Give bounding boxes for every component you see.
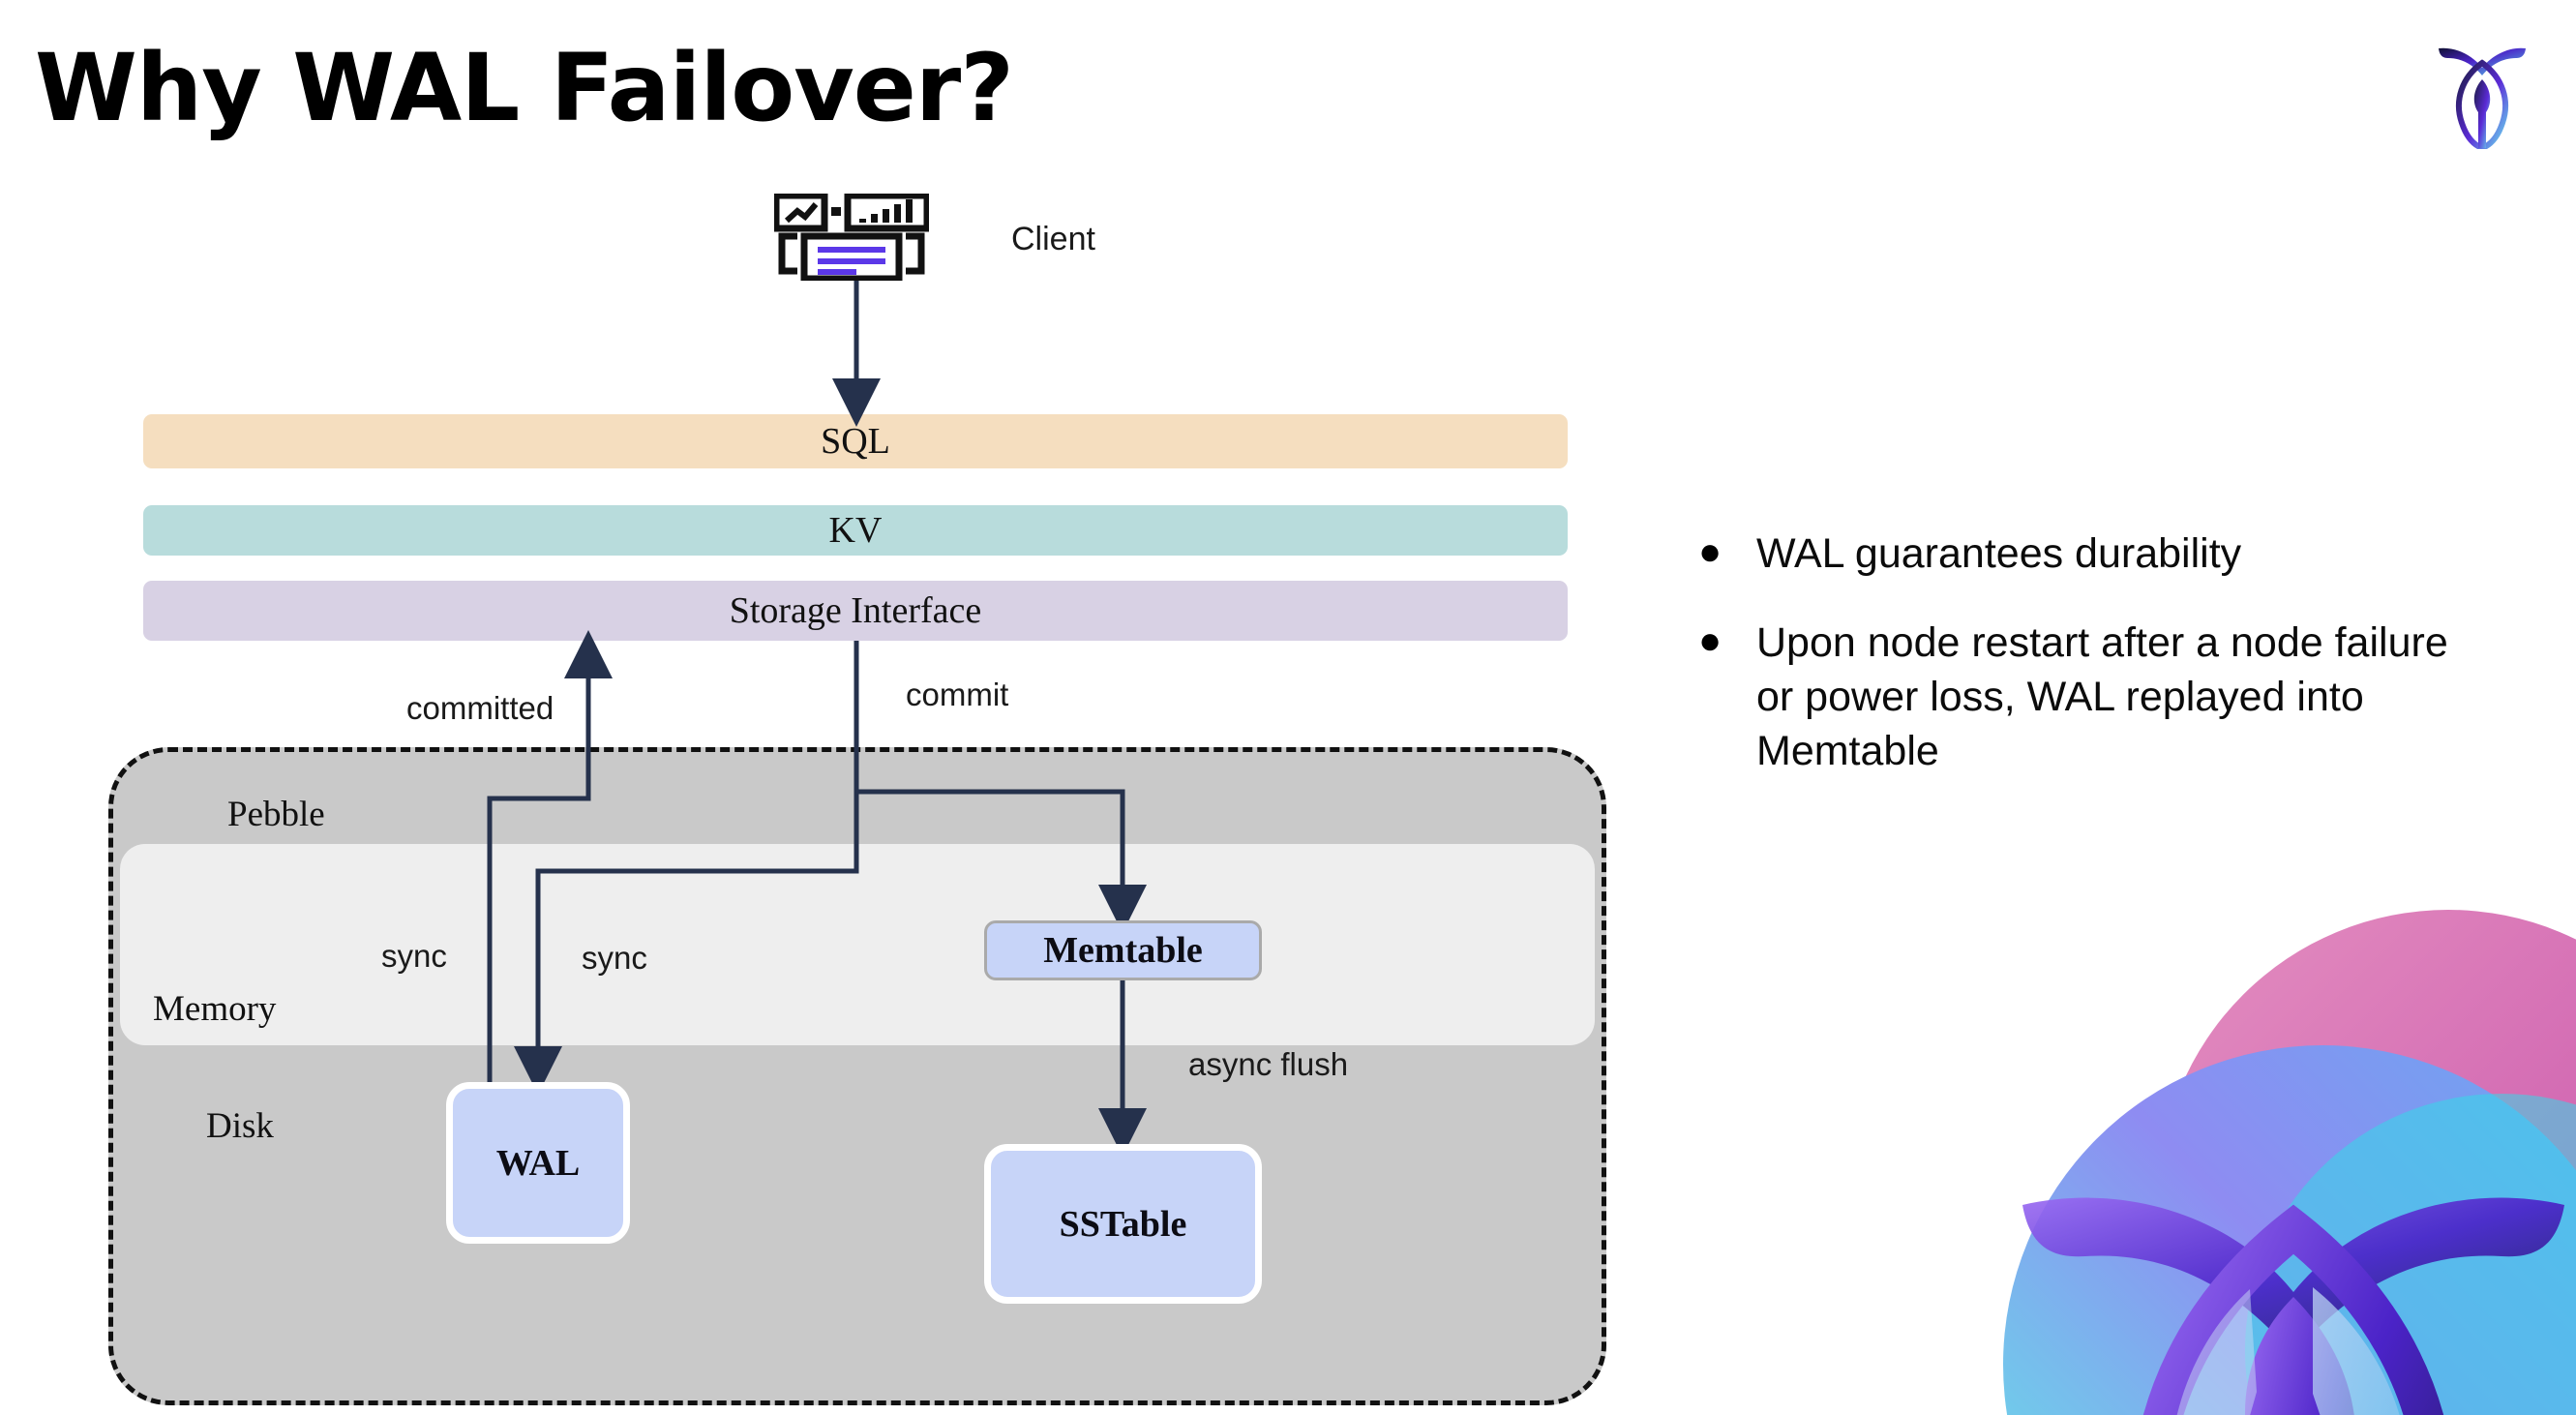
layer-bar-storage-interface-label: Storage Interface bbox=[729, 590, 982, 631]
layer-bar-storage-interface: Storage Interface bbox=[143, 581, 1568, 641]
layer-bar-kv-label: KV bbox=[828, 510, 883, 551]
node-wal[interactable]: WAL bbox=[446, 1082, 630, 1244]
layer-bar-sql-label: SQL bbox=[821, 421, 890, 462]
bullet-list: ● WAL guarantees durability ● Upon node … bbox=[1698, 527, 2511, 814]
bullet-text: Upon node restart after a node failure o… bbox=[1756, 618, 2448, 774]
cockroachdb-logo-icon bbox=[2425, 31, 2539, 152]
node-memtable[interactable]: Memtable bbox=[984, 920, 1262, 980]
layer-bar-sql: SQL bbox=[143, 414, 1568, 468]
page-title: Why WAL Failover? bbox=[35, 34, 1014, 142]
client-label: Client bbox=[1011, 221, 1095, 257]
edge-label-sync-b: sync bbox=[582, 940, 647, 976]
cockroachdb-decorative-mark bbox=[1906, 910, 2576, 1415]
node-memtable-label: Memtable bbox=[1043, 930, 1203, 971]
node-sstable[interactable]: SSTable bbox=[984, 1144, 1262, 1304]
list-item: ● Upon node restart after a node failure… bbox=[1698, 617, 2511, 779]
list-item: ● WAL guarantees durability bbox=[1698, 527, 2511, 582]
memory-region bbox=[120, 844, 1595, 1045]
edge-label-sync-a: sync bbox=[381, 938, 447, 974]
edge-label-async-flush: async flush bbox=[1188, 1046, 1349, 1082]
client-dashboard-icon bbox=[772, 192, 931, 283]
node-sstable-label: SSTable bbox=[1059, 1203, 1187, 1245]
bullet-marker-icon: ● bbox=[1698, 618, 1722, 662]
node-wal-label: WAL bbox=[495, 1142, 581, 1184]
edge-label-commit: commit bbox=[906, 677, 1009, 712]
bullet-text: WAL guarantees durability bbox=[1756, 530, 2242, 577]
disk-label: Disk bbox=[206, 1106, 274, 1146]
memory-label: Memory bbox=[153, 989, 277, 1029]
bullet-marker-icon: ● bbox=[1698, 530, 1722, 573]
edge-label-committed: committed bbox=[406, 690, 554, 726]
pebble-label: Pebble bbox=[227, 795, 325, 834]
layer-bar-kv: KV bbox=[143, 505, 1568, 556]
